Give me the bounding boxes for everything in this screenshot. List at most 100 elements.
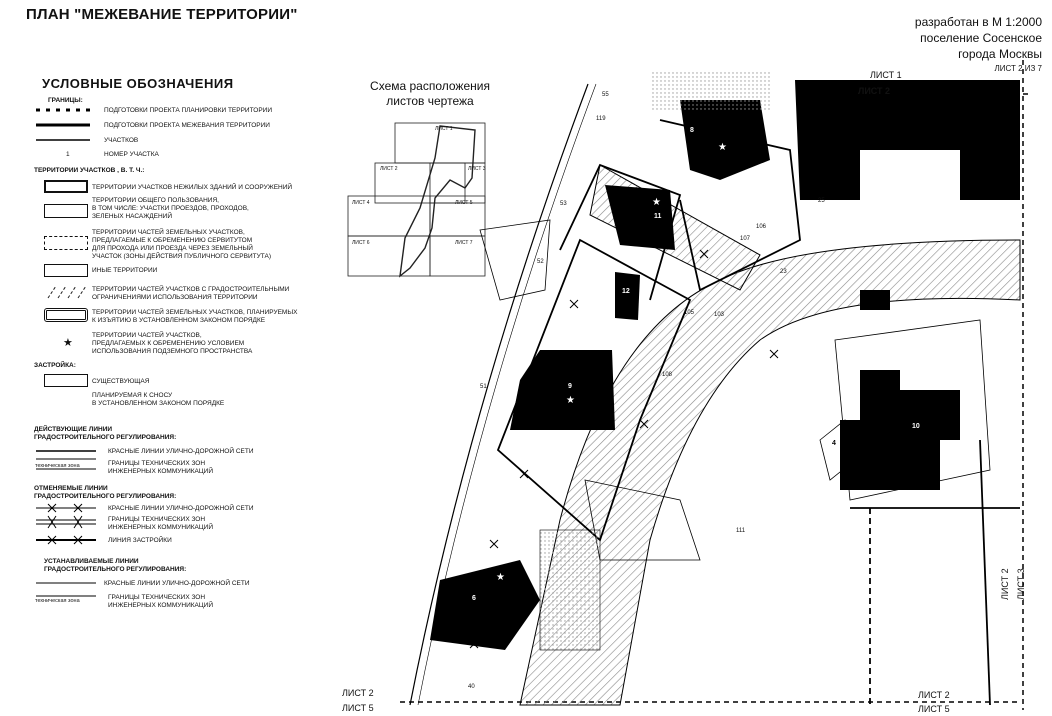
plot-12: 12 [622,288,630,295]
plot-40: 40 [468,684,475,690]
legend-n1: КРАСНЫЕ ЛИНИИ УЛИЧНО-ДОРОЖНОЙ СЕТИ [104,580,250,587]
legend-p6-line2: К ИЗЪЯТИЮ В УСТАНОВЛЕННОМ ЗАКОНОМ ПОРЯДК… [92,317,266,324]
plot-6: 6 [472,595,476,602]
plot-9: 9 [568,383,572,390]
legend-p3-line1: ТЕРРИТОРИИ ЧАСТЕЙ ЗЕМЕЛЬНЫХ УЧАСТКОВ, [92,229,245,236]
plot-108: 108 [662,372,673,378]
scheme-title-1: Схема расположения [370,79,490,93]
legend-p3-swatch [44,236,88,250]
scheme-s6: ЛИСТ 6 [352,240,370,246]
legend-p5-line2: ОГРАНИЧЕНИЯМИ ИСПОЛЬЗОВАНИЯ ТЕРРИТОРИИ [92,294,258,301]
legend-boundary-symbols [36,108,90,141]
plot-55: 55 [602,92,609,98]
legend-c2-line1: ГРАНИЦЫ ТЕХНИЧЕСКИХ ЗОН [108,516,206,523]
plot-52: 52 [537,259,544,265]
legend-a2-line2: ИНЖЕНЕРНЫХ КОММУНИКАЦИЙ [108,468,214,475]
legend-bd2-line2: В УСТАНОВЛЕННОМ ЗАКОНОМ ПОРЯДКЕ [92,400,225,407]
legend-active-heading-1: ДЕЙСТВУЮЩИЕ ЛИНИИ [34,426,113,433]
legend-p3: ТЕРРИТОРИИ ЧАСТЕЙ ЗЕМЕЛЬНЫХ УЧАСТКОВ, ПР… [92,229,271,261]
scheme-s5: ЛИСТ 5 [455,200,473,206]
star-icon-3: ★ [496,572,505,583]
legend-n2-line2: ИНЖЕНЕРНЫХ КОММУНИКАЦИЙ [108,602,214,609]
plot-119: 119 [596,116,606,122]
legend-bd1-swatch [44,374,88,387]
plot-106: 106 [756,224,767,230]
plot-53: 53 [560,201,567,207]
map-sheet5-bottom-left: ЛИСТ 5 [342,703,374,713]
star-icon-4: ★ [652,197,661,208]
legend-p6: ТЕРРИТОРИИ ЧАСТЕЙ ЗЕМЕЛЬНЫХ УЧАСТКОВ, ПЛ… [92,309,297,325]
scheme-s1: ЛИСТ 1 [435,126,453,132]
legend-bd2-line1: ПЛАНИРУЕМАЯ К СНОСУ [92,392,173,399]
legend-p7-line2: ПРЕДЛАГАЕМЫХ К ОБРЕМЕНЕНИЮ УСЛОВИЕМ [92,340,245,347]
legend-p7-line1: ТЕРРИТОРИИ ЧАСТЕЙ УЧАСТКОВ, [92,332,202,339]
sheet-scheme-diagram: ЛИСТ 1 ЛИСТ 2 ЛИСТ 3 ЛИСТ 4 ЛИСТ 5 ЛИСТ … [347,122,486,278]
legend-bd1: СУЩЕСТВУЮЩАЯ [92,378,150,385]
legend-new-heading: УСТАНАВЛИВАЕМЫЕ ЛИНИИ ГРАДОСТРОИТЕЛЬНОГО… [44,558,186,574]
plot-105: 105 [684,310,695,316]
legend-p6-line1: ТЕРРИТОРИИ ЧАСТЕЙ ЗЕМЕЛЬНЫХ УЧАСТКОВ, ПЛ… [92,309,298,316]
legend-p2: ТЕРРИТОРИИ ОБЩЕГО ПОЛЬЗОВАНИЯ, В ТОМ ЧИС… [92,197,249,221]
legend-n2-line1: ГРАНИЦЫ ТЕХНИЧЕСКИХ ЗОН [108,594,206,601]
map-sheet2-right-label: ЛИСТ 2 [1000,568,1010,600]
legend-plots-heading: ТЕРРИТОРИИ УЧАСТКОВ , В. Т. Ч.: [34,167,145,174]
legend-p1: ТЕРРИТОРИИ УЧАСТКОВ НЕЖИЛЫХ ЗДАНИЙ И СОО… [92,184,293,191]
legend-b2: ПОДГОТОВКИ ПРОЕКТА МЕЖЕВАНИЯ ТЕРРИТОРИИ [104,122,270,129]
scheme-title-2: листов чертежа [386,94,474,108]
plan-title: ПЛАН "МЕЖЕВАНИЕ ТЕРРИТОРИИ" [26,6,298,23]
city-text: города Москвы [958,47,1042,61]
legend-p3-line3: ДЛЯ ПРОХОДА ИЛИ ПРОЕЗДА ЧЕРЕЗ ЗЕМЕЛЬНЫЙ [92,245,253,252]
plot-51: 51 [480,384,487,390]
plot-107: 107 [740,236,751,242]
plot-111: 111 [736,528,746,534]
scheme-title: Схема расположения листов чертежа [355,79,505,109]
legend-c2-line2: ИНЖЕНЕРНЫХ КОММУНИКАЦИЙ [108,524,214,531]
legend-boundaries-heading: ГРАНИЦЫ: [48,97,83,104]
legend-p7: ТЕРРИТОРИИ ЧАСТЕЙ УЧАСТКОВ, ПРЕДЛАГАЕМЫХ… [92,332,252,356]
legend-p5: ТЕРРИТОРИИ ЧАСТЕЙ УЧАСТКОВ С ГРАДОСТРОИТ… [92,286,289,302]
scheme-s7: ЛИСТ 7 [455,240,473,246]
legend-a2-line1: ГРАНИЦЫ ТЕХНИЧЕСКИХ ЗОН [108,460,206,467]
scheme-s3: ЛИСТ 3 [468,166,486,172]
plot-10: 10 [912,423,920,430]
legend-cancel-heading-1: ОТМЕНЯЕМЫЕ ЛИНИИ [34,485,108,492]
plot-103: 103 [714,312,725,318]
legend-a2: ГРАНИЦЫ ТЕХНИЧЕСКИХ ЗОН ИНЖЕНЕРНЫХ КОММУ… [108,460,213,476]
scale-text: разработан в М 1:2000 [914,15,1042,29]
legend-bd2: ПЛАНИРУЕМАЯ К СНОСУ В УСТАНОВЛЕННОМ ЗАКО… [92,392,224,408]
scheme-s2: ЛИСТ 2 [380,166,398,172]
star-icon-1: ★ [718,142,727,153]
legend-b1: ПОДГОТОВКИ ПРОЕКТА ПЛАНИРОВКИ ТЕРРИТОРИИ [104,107,273,114]
legend-p2-line3: ЗЕЛЕНЫХ НАСАЖДЕНИЙ [92,213,173,220]
legend-new-heading-2: ГРАДОСТРОИТЕЛЬНОГО РЕГУЛИРОВАНИЯ: [44,566,187,573]
plot-23: 23 [780,269,787,275]
legend-a1: КРАСНЫЕ ЛИНИИ УЛИЧНО-ДОРОЖНОЙ СЕТИ [108,448,254,455]
legend-p3-line4: УЧАСТОК (ЗОНЫ ДЕЙСТВИЯ ПУБЛИЧНОГО СЕРВИТ… [92,253,271,260]
legend-title: УСЛОВНЫЕ ОБОЗНАЧЕНИЯ [42,76,234,91]
legend-p3-line2: ПРЕДЛАГАЕМЫЕ К ОБРЕМЕНЕНИЮ СЕРВИТУТОМ [92,237,253,244]
legend-active-heading: ДЕЙСТВУЮЩИЕ ЛИНИИ ГРАДОСТРОИТЕЛЬНОГО РЕГ… [34,426,176,442]
map-sheet5-bottom-right: ЛИСТ 5 [918,704,950,714]
plot-4: 4 [832,440,836,447]
sheet-number: ЛИСТ 2 ИЗ 7 [994,64,1042,73]
map-sheet3-right-label: ЛИСТ 3 [1016,568,1026,600]
legend-p5-hatch [47,285,87,299]
settlement-text: поселение Сосенское [920,31,1042,45]
legend-new-heading-1: УСТАНАВЛИВАЕМЫЕ ЛИНИИ [44,558,139,565]
legend-p4-swatch [44,264,88,277]
legend-cancel-symbols [36,503,96,545]
legend-new-symbols [36,582,96,597]
legend-active-heading-2: ГРАДОСТРОИТЕЛЬНОГО РЕГУЛИРОВАНИЯ: [34,434,177,441]
legend-tech-zone: техническая зона [35,463,80,469]
legend-n2: ГРАНИЦЫ ТЕХНИЧЕСКИХ ЗОН ИНЖЕНЕРНЫХ КОММУ… [108,594,213,610]
legend-c1: КРАСНЫЕ ЛИНИИ УЛИЧНО-ДОРОЖНОЙ СЕТИ [108,505,254,512]
legend-cancel-heading-2: ГРАДОСТРОИТЕЛЬНОГО РЕГУЛИРОВАНИЯ: [34,493,177,500]
scheme-s4: ЛИСТ 4 [352,200,370,206]
legend-cancel-heading: ОТМЕНЯЕМЫЕ ЛИНИИ ГРАДОСТРОИТЕЛЬНОГО РЕГУ… [34,485,176,501]
legend-p5-line1: ТЕРРИТОРИИ ЧАСТЕЙ УЧАСТКОВ С ГРАДОСТРОИТ… [92,286,290,293]
map-sheet2-bottom-left: ЛИСТ 2 [342,688,374,698]
star-icon-2: ★ [566,395,575,406]
legend-build-heading: ЗАСТРОЙКА: [34,362,76,369]
legend-c2: ГРАНИЦЫ ТЕХНИЧЕСКИХ ЗОН ИНЖЕНЕРНЫХ КОММУ… [108,516,213,532]
